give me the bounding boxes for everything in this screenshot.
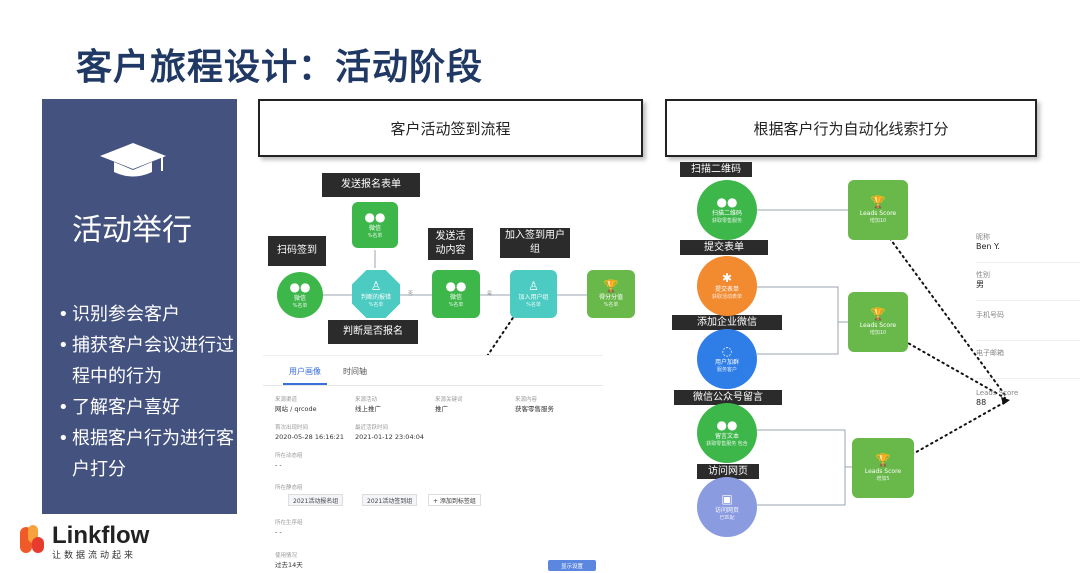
user-field: 电子邮箱: [976, 349, 1004, 357]
tab-user-portrait[interactable]: 用户画像: [289, 367, 321, 376]
logo-tagline: 让数据流动起来: [52, 551, 137, 561]
join-group-node[interactable]: ♙ 加入用户组 %名单: [510, 270, 557, 318]
wechat-icon: ●●: [716, 194, 738, 209]
user-icon: ♙: [528, 278, 539, 293]
person-icon: ♙: [370, 278, 382, 293]
divider: [976, 340, 1080, 341]
label-send-content: 发送活动内容: [428, 228, 473, 260]
label-join-group: 加入签到用户组: [500, 228, 570, 258]
left-section-header: 客户活动签到流程: [258, 99, 643, 157]
profile-field: 所在生序组- -: [275, 520, 303, 536]
trophy-icon: 🏆: [875, 452, 891, 467]
user-profile-card: 用户画像 时间轴 来源渠道网站 / qrcode 来源活动线上推广 来源关键词推…: [263, 355, 603, 573]
trophy-icon: 🏆: [870, 306, 886, 321]
label-submit-form: 提交表单: [680, 240, 768, 255]
label-visit-page: 访问网页: [697, 464, 759, 479]
flow-connector: [757, 429, 852, 468]
visit-page-node[interactable]: ▣ 访问网页 已匹配: [697, 477, 757, 537]
label-add-wecom: 添加企业微信: [672, 315, 782, 330]
tab-timeline[interactable]: 时间轴: [343, 367, 367, 376]
side-heading: 活动举行: [72, 213, 192, 248]
profile-field: 所在静态组: [275, 485, 303, 491]
wechat-icon: ●●: [289, 279, 311, 294]
wechat-scan-node[interactable]: ●● 微信 %名单: [277, 272, 323, 318]
browser-icon: ▣: [721, 491, 733, 506]
scan-qr-node[interactable]: ●● 扫描二维码 获取零售服务: [697, 180, 757, 240]
right-section-header: 根据客户行为自动化线索打分: [665, 99, 1037, 157]
page-title: 客户旅程设计：活动阶段: [76, 47, 484, 88]
side-panel: 活动举行 识别参会客户 捕获客户会议进行过程中的行为 了解客户喜好 根据客户行为…: [42, 99, 237, 514]
leads-score-node[interactable]: 🏆 Leads Score 增加5: [852, 438, 914, 498]
divider: [976, 378, 1080, 379]
side-bullet: 根据客户行为进行客户打分: [58, 423, 238, 485]
profile-field: 来源关键词推广: [435, 397, 463, 413]
label-scan-qr: 扫描二维码: [680, 162, 752, 177]
wechat-icon: ●●: [364, 209, 386, 224]
profile-field: 来源内容获客零售服务: [515, 397, 554, 413]
linkflow-logo: Linkflow 让数据流动起来: [18, 521, 158, 561]
tag-chip[interactable]: 2021活动报名组: [288, 494, 344, 506]
wechat-content-node[interactable]: ●● 微信 %名单: [432, 270, 480, 318]
trophy-icon: 🏆: [870, 194, 886, 209]
flow-connector: [757, 466, 852, 506]
leads-score-node[interactable]: 🏆 Leads Score 增加10: [848, 292, 908, 352]
wechat-icon: ●●: [716, 417, 738, 432]
profile-tabs: 用户画像 时间轴: [263, 356, 603, 386]
chat-icon: ◌: [721, 343, 733, 358]
add-wecom-node[interactable]: ◌ 用户加群 服务客户: [697, 329, 757, 389]
profile-field: 来源活动线上推广: [355, 397, 381, 413]
side-bullet: 了解客户喜好: [58, 392, 238, 423]
connector-label-no: 否: [408, 291, 414, 297]
side-bullet-list: 识别参会客户 捕获客户会议进行过程中的行为 了解客户喜好 根据客户行为进行客户打…: [58, 299, 238, 485]
divider: [976, 262, 1080, 263]
side-bullet: 捕获客户会议进行过程中的行为: [58, 330, 238, 392]
connector-label-yes: 是: [487, 291, 493, 297]
judge-decision-node[interactable]: ♙ 判断的报错 %名单: [352, 270, 400, 318]
linkflow-mark-icon: [20, 525, 44, 553]
label-wechat-msg: 微信公众号留言: [674, 390, 782, 405]
submit-form-node[interactable]: ✱ 提交表单 获取活动表单: [697, 256, 757, 316]
wechat-icon: ●●: [445, 278, 467, 293]
display-settings-button[interactable]: 显示设置: [548, 560, 596, 571]
tag-chip[interactable]: 2021活动签到组: [362, 494, 418, 506]
label-scan-signin: 扫码签到: [268, 236, 326, 266]
profile-field: 来源渠道网站 / qrcode: [275, 397, 317, 413]
profile-field: 所在动态组- -: [275, 453, 303, 469]
active-tab-indicator: [283, 383, 327, 385]
add-tag-button[interactable]: + 添加到标签组: [428, 494, 481, 506]
wechat-send-node[interactable]: ●● 微信 %名单: [352, 202, 398, 248]
divider: [976, 300, 1080, 301]
graduation-cap-icon: [100, 143, 166, 177]
label-judge-signup: 判断是否报名: [328, 320, 418, 344]
label-send-form: 发送报名表单: [322, 173, 420, 197]
profile-field: 使用情况过去14天: [275, 553, 303, 569]
wechat-message-node[interactable]: ●● 留言文本 获取零售服务 包含: [697, 403, 757, 463]
side-bullet: 识别参会客户: [58, 299, 238, 330]
trophy-icon: 🏆: [603, 278, 619, 293]
leads-score-node[interactable]: 🏆 Leads Score 增加10: [848, 180, 908, 240]
score-node[interactable]: 🏆 得分分值 %名单: [587, 270, 635, 318]
user-field: 手机号码: [976, 311, 1004, 319]
form-icon: ✱: [721, 270, 733, 285]
logo-wordmark: Linkflow: [52, 522, 150, 549]
user-field: 性别男: [976, 271, 990, 289]
